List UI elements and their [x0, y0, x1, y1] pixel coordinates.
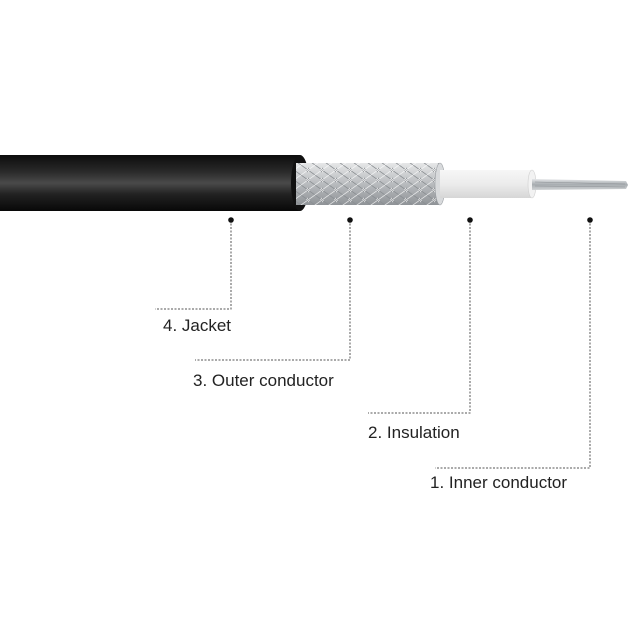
leader-dot-inner-conductor — [587, 217, 593, 223]
label-jacket: 4. Jacket — [163, 316, 232, 335]
leader-line-jacket — [155, 220, 232, 310]
inner-conductor-wire — [532, 179, 628, 190]
leader-line-insulation — [368, 220, 471, 414]
leader-dot-insulation — [467, 217, 473, 223]
label-outer-conductor: 3. Outer conductor — [193, 371, 334, 390]
leader-dot-jacket — [228, 217, 234, 223]
jacket-layer — [0, 155, 309, 211]
leader-line-outer-conductor — [195, 220, 351, 361]
leader-lines — [155, 220, 591, 469]
outer-conductor-braid — [296, 162, 446, 206]
label-insulation: 2. Insulation — [368, 423, 460, 442]
leader-line-inner-conductor — [435, 220, 591, 469]
insulation-layer — [440, 169, 537, 199]
label-inner-conductor: 1. Inner conductor — [430, 473, 568, 492]
leader-dot-outer-conductor — [347, 217, 353, 223]
